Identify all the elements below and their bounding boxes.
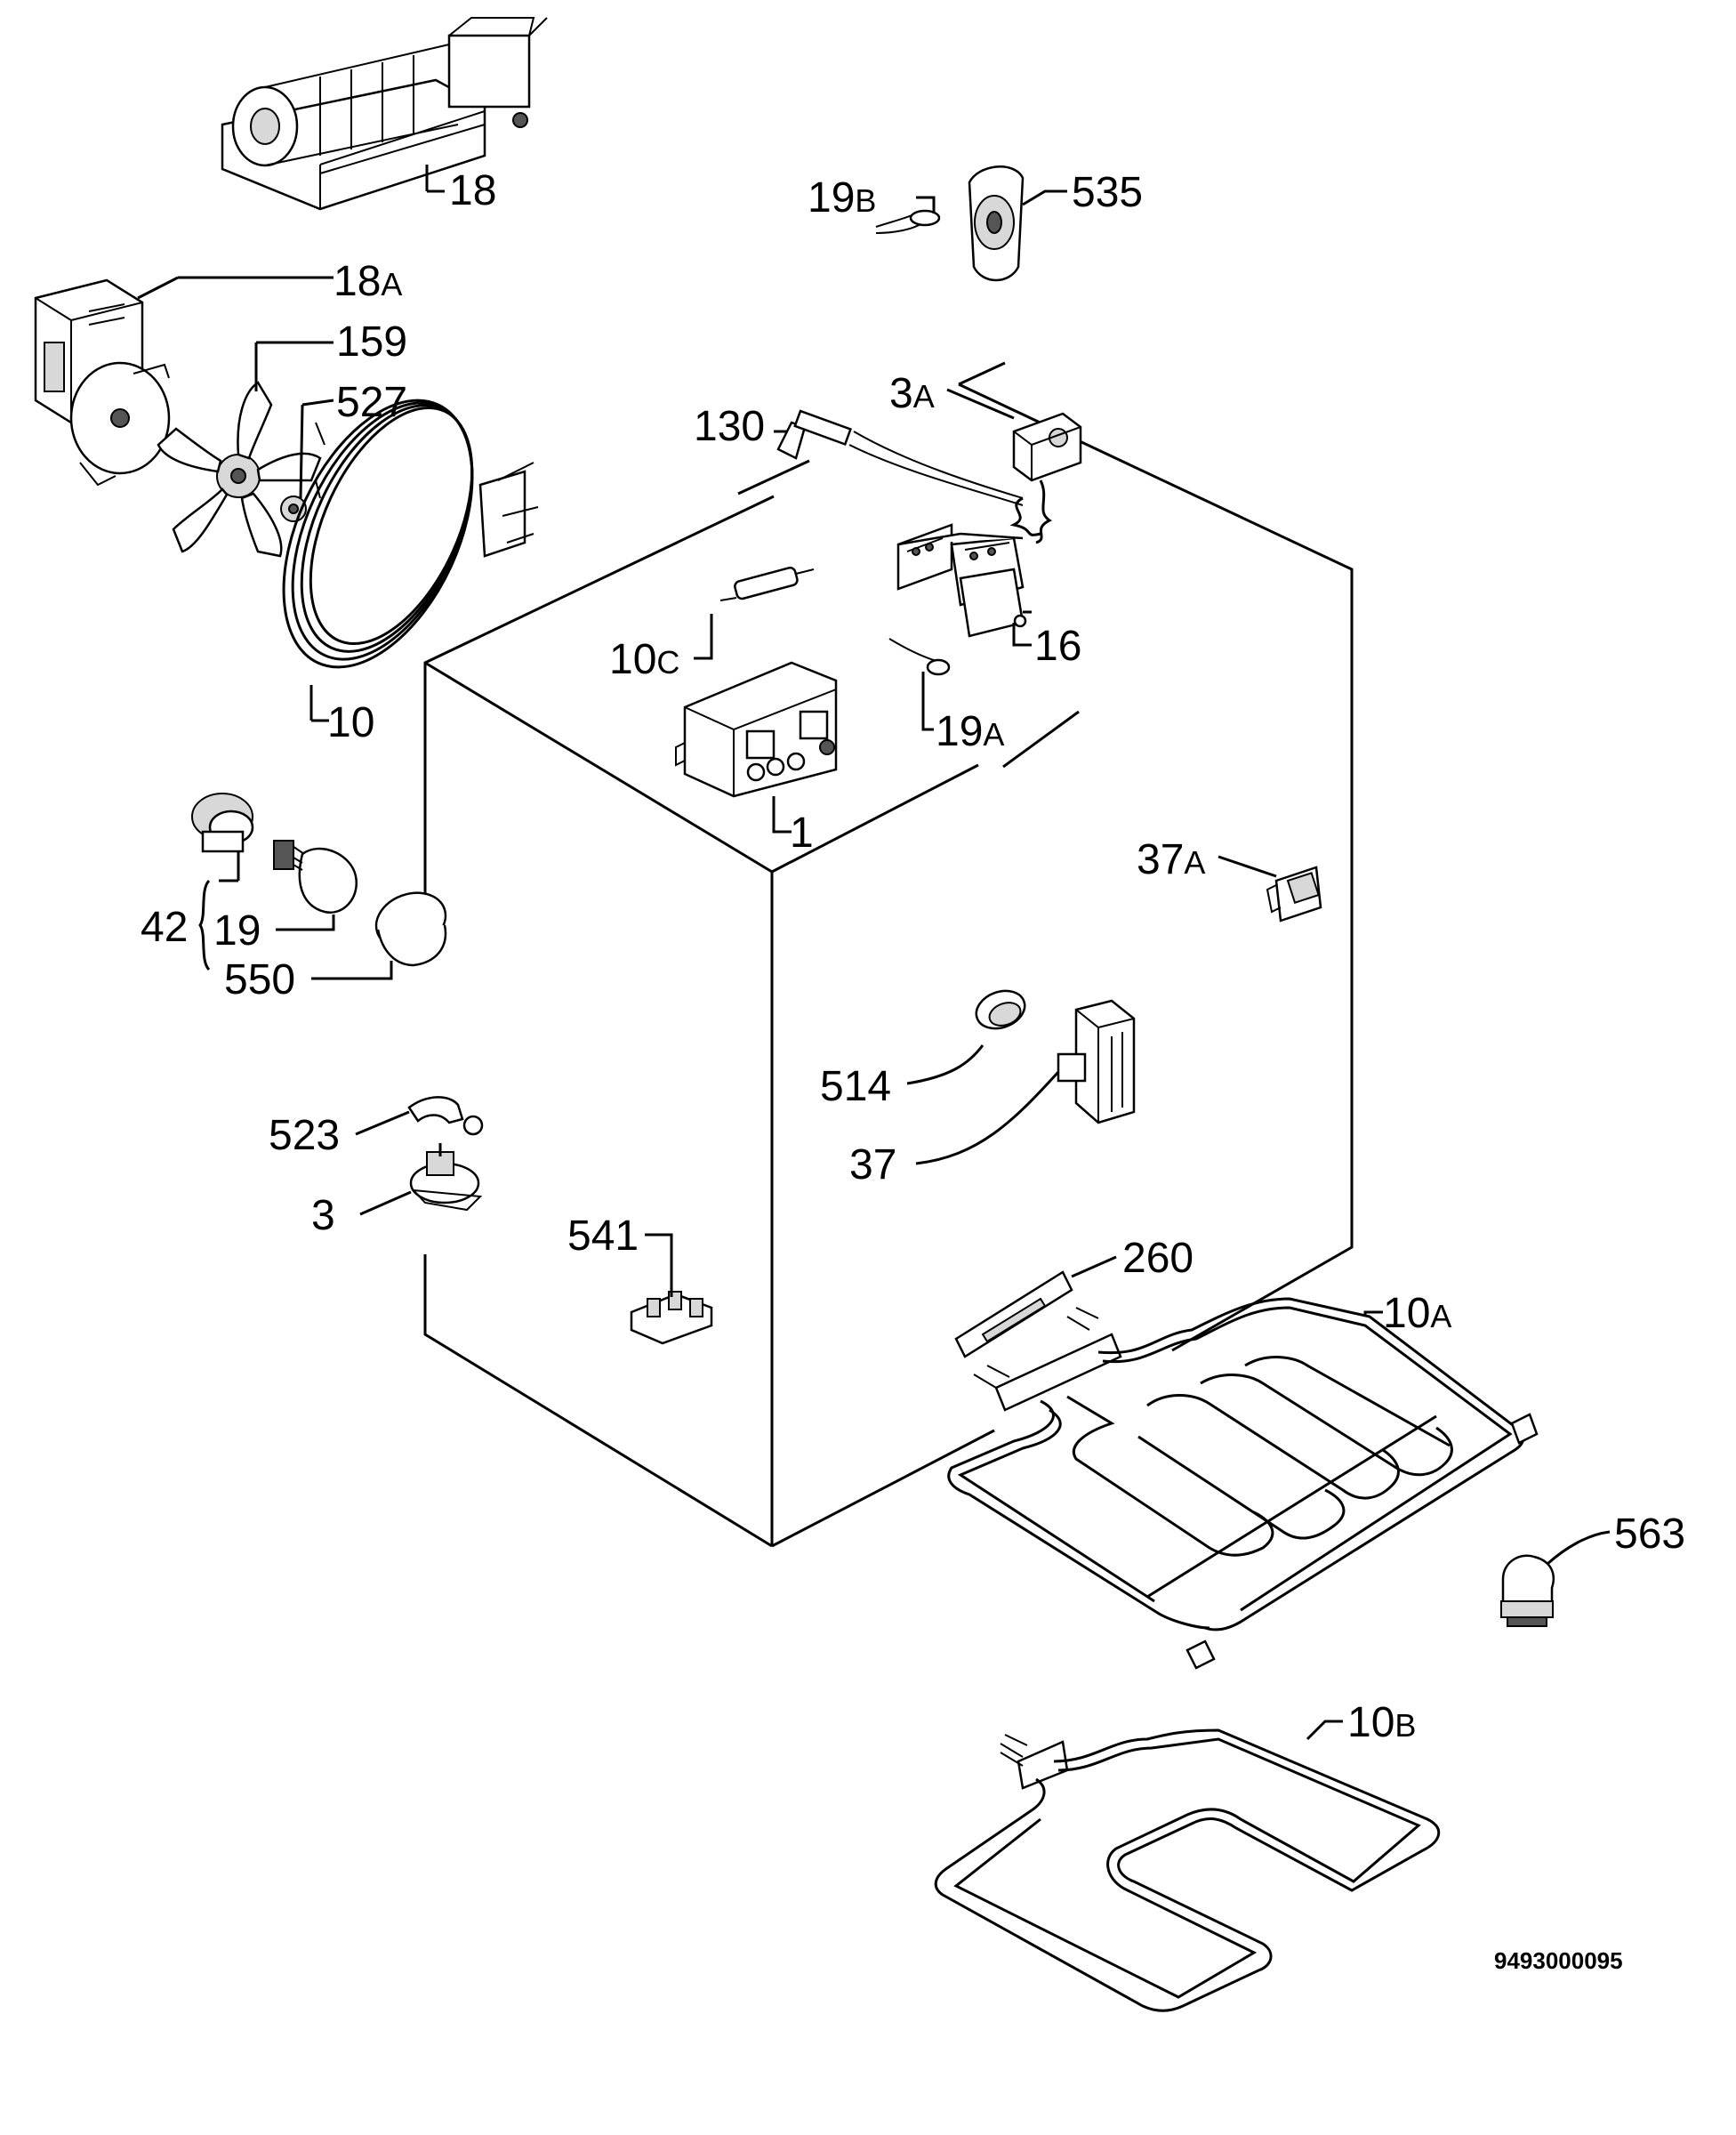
label-563: 563 bbox=[1614, 1511, 1685, 1558]
part-18-tangential-fan bbox=[221, 17, 548, 211]
label-260: 130 bbox=[694, 403, 765, 450]
part-563-cap bbox=[1500, 1530, 1611, 1627]
label-16: 16 bbox=[1034, 623, 1081, 670]
part-19-lamp-bulb bbox=[273, 840, 358, 931]
label-18: 18 bbox=[449, 167, 496, 214]
part-1-electronic-timer bbox=[675, 661, 838, 834]
part-19a-probe-connector bbox=[888, 638, 951, 731]
label-130c: 130260 bbox=[1122, 1235, 1194, 1282]
label-1: 1 bbox=[790, 810, 814, 857]
part-130c-bracket bbox=[954, 1255, 1117, 1358]
label-159: 159 bbox=[336, 318, 407, 366]
part-10c-fuse bbox=[694, 566, 815, 660]
part-514-grommet bbox=[906, 989, 1026, 1085]
part-37a-switch bbox=[1218, 855, 1322, 922]
part-16-selector-switch bbox=[896, 523, 1032, 647]
label-19b: 19B bbox=[808, 174, 876, 222]
part-42-lamp-assembly bbox=[191, 793, 254, 971]
label-514: 514 bbox=[820, 1063, 891, 1110]
part-3a-thermostat bbox=[946, 388, 1082, 544]
label-541: 541 bbox=[567, 1213, 639, 1260]
label-10a: 10A bbox=[1383, 1290, 1451, 1337]
part-37-door-switch bbox=[915, 999, 1136, 1165]
document-number: 9493000095 bbox=[1494, 1947, 1623, 1974]
part-159-fan-blade bbox=[157, 341, 334, 558]
label-37: 37 bbox=[849, 1141, 896, 1188]
label-550: 550 bbox=[224, 956, 295, 1003]
part-260-sensor bbox=[774, 409, 1041, 536]
label-535: 535 bbox=[1072, 169, 1143, 216]
label-523: 523 bbox=[269, 1112, 340, 1159]
oven-cabinet bbox=[423, 361, 1354, 1548]
label-3: 3 bbox=[311, 1192, 335, 1239]
label-3a: 3A bbox=[889, 370, 935, 417]
label-42: 42 bbox=[141, 904, 188, 951]
label-19a: 19A bbox=[936, 708, 1004, 755]
label-10c: 10C bbox=[609, 636, 679, 683]
label-18a: 18A bbox=[334, 258, 402, 305]
part-535-cover bbox=[968, 165, 1067, 282]
part-550-lamp-cover bbox=[311, 891, 447, 980]
part-541-terminal-block bbox=[630, 1233, 713, 1345]
part-10a-grill-element bbox=[947, 1297, 1539, 1670]
label-19: 19 bbox=[213, 907, 261, 955]
part-labels: 18 18A 159 527 10 19B 535 3A 130 16 10C … bbox=[141, 167, 1685, 1974]
part-3-thermostat bbox=[359, 1143, 483, 1216]
label-527: 527 bbox=[336, 379, 407, 426]
part-19b-connector bbox=[875, 196, 941, 234]
label-10b: 10B bbox=[1347, 1699, 1416, 1746]
label-37a: 37A bbox=[1137, 836, 1205, 883]
label-10: 10 bbox=[327, 699, 374, 746]
part-523-clip bbox=[355, 1096, 484, 1136]
part-10b-bottom-element bbox=[934, 1720, 1440, 2012]
part-10-ring-element bbox=[282, 399, 539, 722]
part-18a-fan-motor bbox=[34, 276, 334, 487]
